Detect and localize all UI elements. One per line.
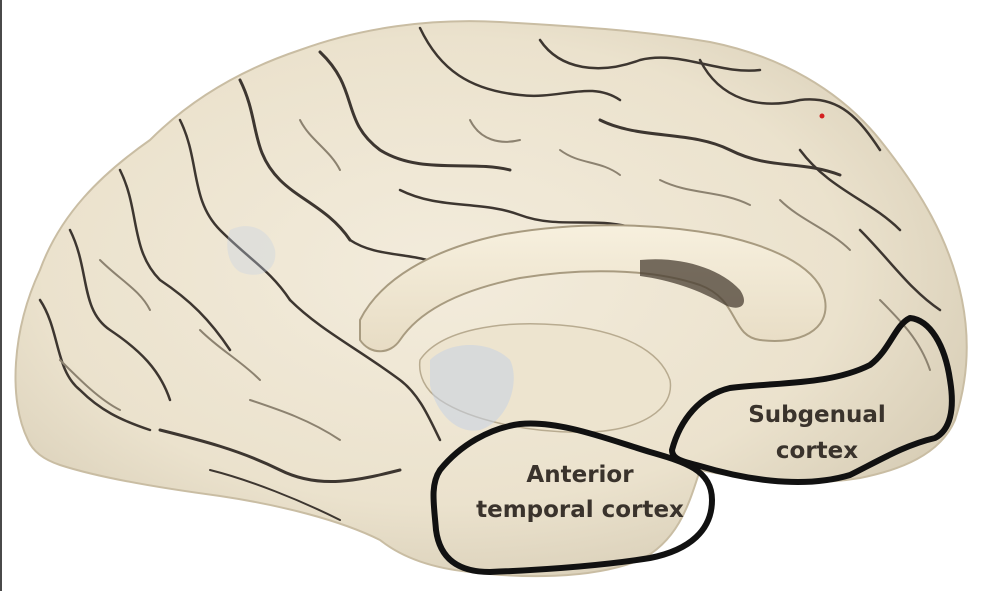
subgenual-cortex-label: Subgenual cortex xyxy=(722,398,912,469)
cortical-sulci xyxy=(38,26,942,521)
corpus-callosum xyxy=(359,224,827,353)
anterior-label-line2: temporal cortex xyxy=(476,496,684,523)
bluish-tissue-patch-2 xyxy=(227,226,276,275)
bluish-tissue-patch xyxy=(430,345,514,431)
ventricle-dark-region xyxy=(640,259,745,308)
subgenual-cortex-outline xyxy=(669,315,955,485)
subgenual-label-line1: Subgenual xyxy=(748,402,886,428)
red-marker-dot xyxy=(819,113,825,119)
subgenual-label-line2: cortex xyxy=(775,437,859,464)
anterior-temporal-cortex-label: Anterior temporal cortex xyxy=(435,458,725,527)
anterior-temporal-cortex-outline xyxy=(430,420,715,575)
left-border-line xyxy=(0,0,2,591)
anterior-label-line1: Anterior xyxy=(526,462,634,488)
brain-hemisphere-medial-surface xyxy=(14,20,968,578)
